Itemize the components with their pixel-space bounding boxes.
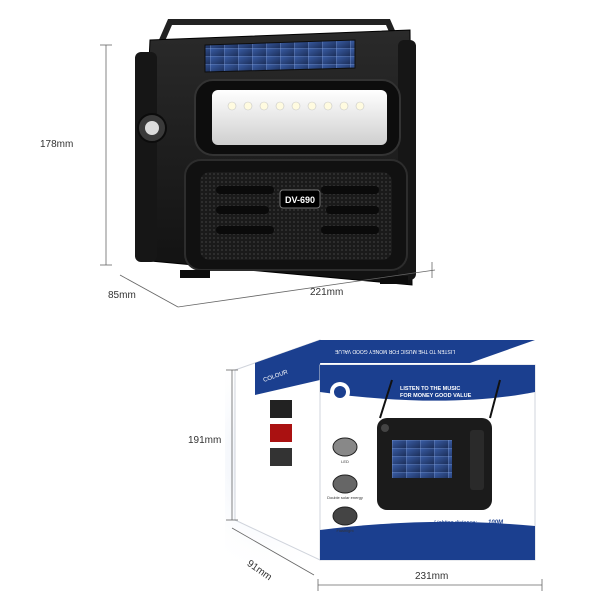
box-dimension-lines <box>226 369 543 591</box>
packaging-box: LISTEN TO THE MUSIC FOR MONEY GOOD VALUE… <box>225 339 536 561</box>
product-model-label: DV-690 <box>285 195 315 205</box>
product-depth-label: 85mm <box>108 290 136 301</box>
product-speaker: DV-690 <box>135 19 416 286</box>
box-width-label: 231mm <box>415 571 448 582</box>
feature-label-led: LED <box>341 459 349 464</box>
feature-label-solar: Double solar energy <box>327 495 363 500</box>
box-tagline-2: FOR MONEY GOOD VALUE <box>400 393 472 399</box>
product-height-label: 178mm <box>40 139 73 150</box>
product-dimension-lines <box>100 44 436 308</box>
box-top-text: LISTEN TO THE MUSIC FOR MONEY GOOD VALUE <box>334 348 455 354</box>
feature-label-flashlight: Flashlight <box>336 528 354 533</box>
box-height-label: 191mm <box>188 435 221 446</box>
box-side-subtitle: Speaker Instruct <box>345 426 382 432</box>
box-depth-label: 91mm <box>245 558 274 583</box>
box-lighting-value: 100M <box>488 520 504 526</box>
product-width-label: 221mm <box>310 287 343 298</box>
box-side-model: DV-690 <box>345 413 372 422</box>
box-tagline-1: LISTEN TO THE MUSIC <box>400 386 460 392</box>
box-lighting-label: Lighting distance: <box>434 520 477 526</box>
